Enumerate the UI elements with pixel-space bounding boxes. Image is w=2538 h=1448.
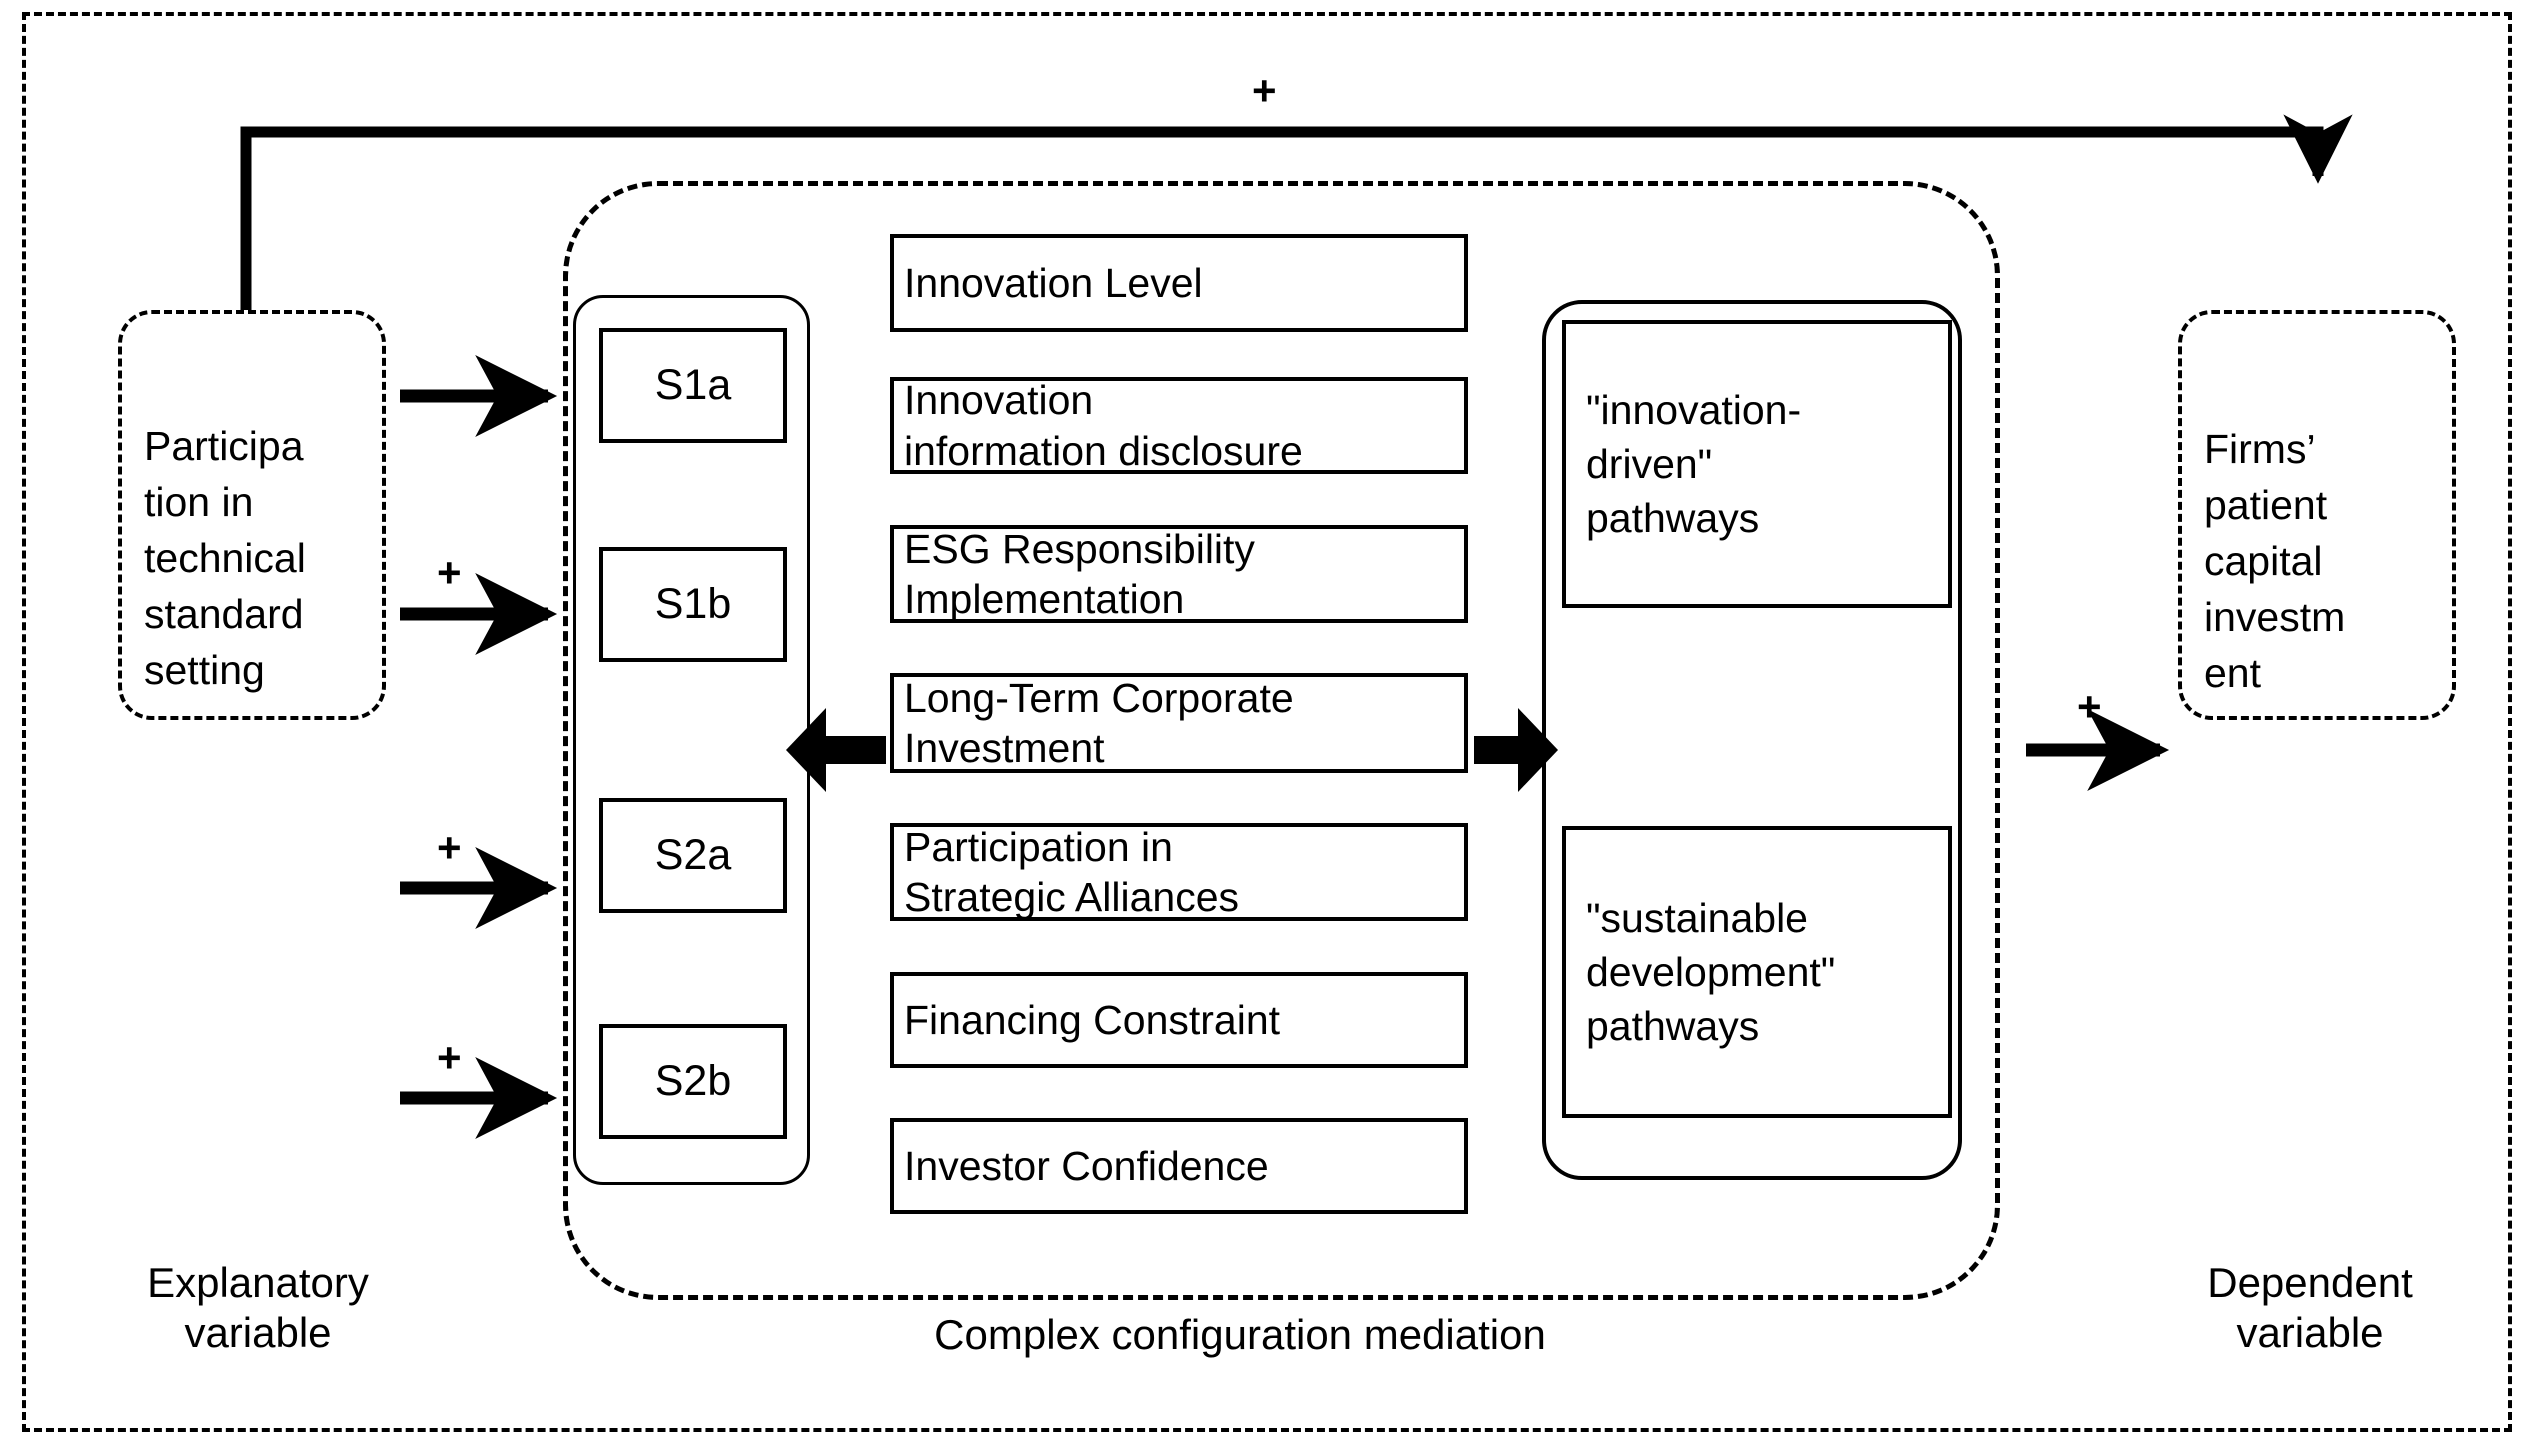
config-box-s2b[interactable]: S2b <box>599 1024 787 1139</box>
explanatory-variable-label: Participa tion in technical standard set… <box>144 422 306 694</box>
caption-explanatory-variable: Explanatory variable <box>147 1259 369 1356</box>
config-box-s1b[interactable]: S1b <box>599 547 787 662</box>
configuration-group: S1a S1b S2a S2b <box>573 295 810 1185</box>
config-box-s2b-label: S2b <box>654 1057 732 1105</box>
config-box-s1a-label: S1a <box>654 361 732 409</box>
pathway-group: "innovation- driven" pathways "sustainab… <box>1542 300 1962 1180</box>
edge-sign-s1b: + <box>437 549 462 596</box>
pathway-box-innovation-driven-label: "innovation- driven" pathways <box>1586 386 1802 542</box>
dependent-variable-label: Firms’ patient capital investm ent <box>2204 425 2346 697</box>
mechanism-box-innovation-level[interactable]: Innovation Level <box>890 234 1468 332</box>
edge-sign-top-feedback: + <box>1252 67 1277 114</box>
config-box-s1b-label: S1b <box>654 580 732 628</box>
pathway-box-sustainable-development-label: "sustainable development" pathways <box>1586 894 1836 1050</box>
mechanism-box-investor-confidence[interactable]: Investor Confidence <box>890 1118 1468 1214</box>
mechanism-box-innovation-information-disclosure[interactable]: Innovation information disclosure <box>890 377 1468 474</box>
outer-dashed-frame <box>22 12 2512 1432</box>
pathway-box-sustainable-development[interactable]: "sustainable development" pathways <box>1562 826 1952 1118</box>
edge-sign-s2a: + <box>437 824 462 871</box>
pathway-box-innovation-driven[interactable]: "innovation- driven" pathways <box>1562 320 1952 608</box>
mechanism-box-esg-responsibility-implementation[interactable]: ESG Responsibility Implementation <box>890 525 1468 623</box>
mechanism-box-financing-constraint-label: Financing Constraint <box>904 996 1281 1043</box>
mechanism-box-innovation-information-disclosure-label: Innovation information disclosure <box>904 377 1303 474</box>
mechanism-box-esg-responsibility-implementation-label: ESG Responsibility Implementation <box>904 525 1255 622</box>
mechanism-box-innovation-level-label: Innovation Level <box>904 259 1203 306</box>
caption-dependent-variable: Dependent variable <box>2207 1259 2413 1356</box>
mechanism-box-investor-confidence-label: Investor Confidence <box>904 1142 1269 1189</box>
mechanism-box-long-term-corporate-investment-label: Long-Term Corporate Investment <box>904 674 1294 771</box>
caption-complex-configuration-mediation: Complex configuration mediation <box>934 1311 1546 1358</box>
edge-sign-mediation-dependent: + <box>2077 683 2102 730</box>
explanatory-variable-box[interactable]: Participa tion in technical standard set… <box>118 310 386 720</box>
mechanism-box-long-term-corporate-investment[interactable]: Long-Term Corporate Investment <box>890 673 1468 773</box>
mechanism-box-financing-constraint[interactable]: Financing Constraint <box>890 972 1468 1068</box>
mechanism-box-participation-in-strategic-alliances[interactable]: Participation in Strategic Alliances <box>890 823 1468 921</box>
dependent-variable-box[interactable]: Firms’ patient capital investm ent <box>2178 310 2456 720</box>
config-box-s2a[interactable]: S2a <box>599 798 787 913</box>
mechanism-box-participation-in-strategic-alliances-label: Participation in Strategic Alliances <box>904 823 1240 920</box>
config-box-s2a-label: S2a <box>654 831 732 879</box>
config-box-s1a[interactable]: S1a <box>599 328 787 443</box>
edge-sign-s2b: + <box>437 1034 462 1081</box>
